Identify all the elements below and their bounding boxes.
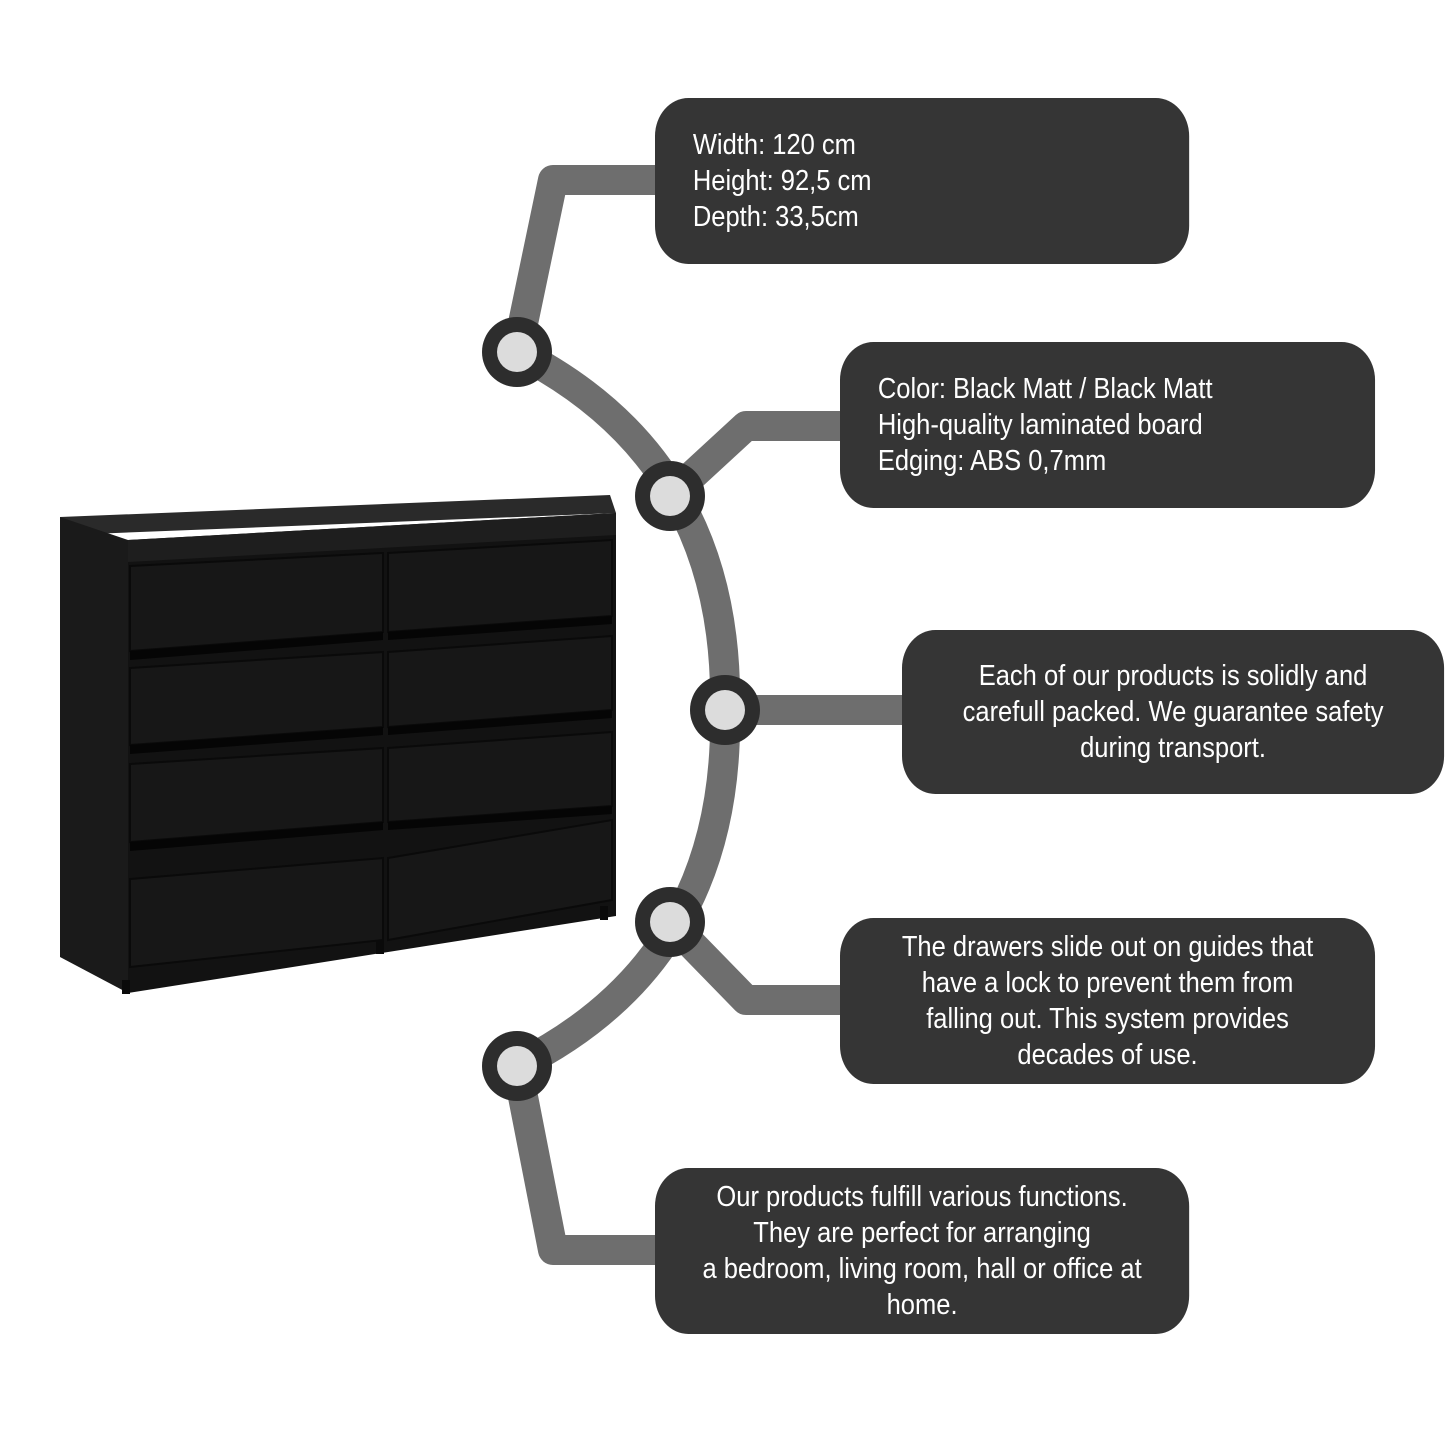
- dresser-image: [60, 495, 616, 994]
- feature-text: during transport.: [1080, 732, 1266, 764]
- feature-text: Width: 120 cm: [692, 129, 856, 161]
- feature-text: Our products fulfill various functions.: [716, 1181, 1128, 1213]
- feature-text: Edging: ABS 0,7mm: [877, 445, 1107, 477]
- feature-text: carefull packed. We guarantee safety: [962, 696, 1384, 728]
- connector-drawers: [659, 911, 845, 1015]
- feature-text: Each of our products is solidly and: [978, 660, 1368, 692]
- feature-text: Depth: 33,5cm: [692, 201, 859, 233]
- feature-text: Color: Black Matt / Black Matt: [877, 373, 1213, 405]
- feature-text: High-quality laminated board: [877, 409, 1203, 441]
- feature-box-packing: Each of our products is solidly and care…: [902, 630, 1445, 794]
- connector-dimensions: [502, 165, 660, 356]
- feature-box-material: Color: Black Matt / Black Matt High-qual…: [840, 342, 1376, 508]
- feature-box-functions: Our products fulfill various functions. …: [655, 1168, 1190, 1334]
- feature-box-drawers: The drawers slide out on guides that hav…: [840, 918, 1376, 1084]
- feature-text: The drawers slide out on guides that: [901, 931, 1314, 963]
- feature-box-dimensions: Width: 120 cm Height: 92,5 cm Depth: 33,…: [655, 98, 1190, 264]
- feature-text: home.: [886, 1289, 958, 1321]
- feature-text: have a lock to prevent them from: [921, 967, 1294, 999]
- feature-text: decades of use.: [1017, 1039, 1198, 1071]
- feature-text: falling out. This system provides: [926, 1003, 1289, 1035]
- feature-text: They are perfect for arranging: [753, 1217, 1091, 1249]
- feature-text: a bedroom, living room, hall or office a…: [702, 1253, 1142, 1285]
- feature-text: Height: 92,5 cm: [692, 165, 872, 197]
- connector-functions: [502, 1063, 660, 1265]
